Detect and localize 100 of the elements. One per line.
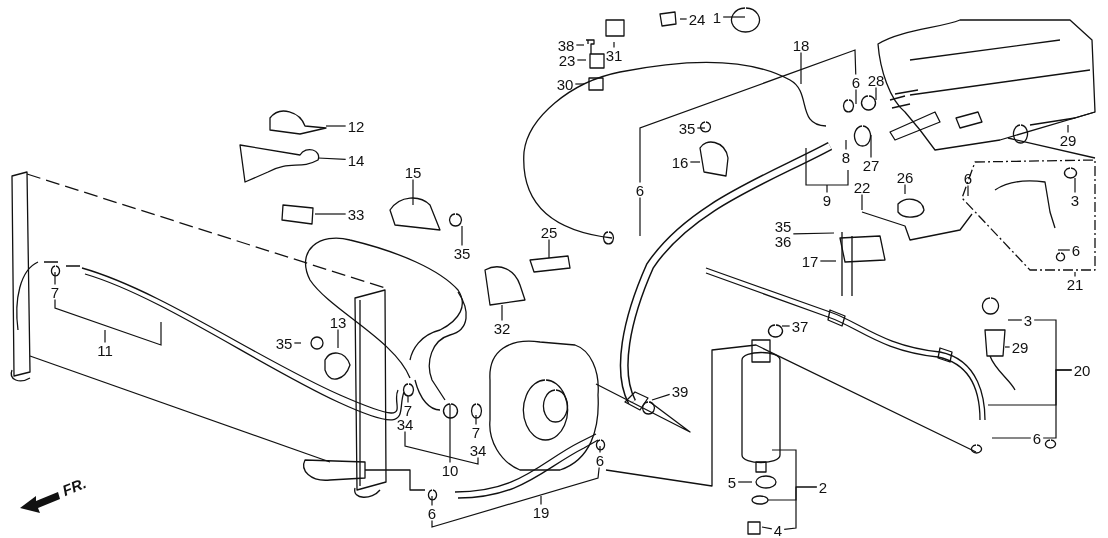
leader-line (407, 395, 409, 404)
callout-number: 23 (557, 52, 577, 68)
direction-label: FR. (59, 474, 89, 499)
leader-line (1042, 369, 1073, 439)
callout-number: 14 (346, 152, 366, 168)
leader-line (548, 238, 550, 259)
callout-number: 15 (403, 164, 423, 180)
leader-line (696, 127, 706, 129)
callout-number: 6 (850, 74, 862, 90)
leader-line (1074, 271, 1076, 278)
leader-line (792, 232, 835, 235)
callout-number: 7 (470, 424, 482, 440)
callout-number: 7 (49, 284, 61, 300)
leader-line (461, 225, 463, 247)
leader-line (679, 18, 688, 20)
leader-line (576, 59, 587, 61)
leader-line (805, 147, 849, 194)
leader-line (991, 437, 1032, 439)
leader-line (1067, 124, 1069, 134)
leader-line (819, 260, 837, 262)
callout-number: 7 (402, 402, 414, 418)
leader-line (1004, 346, 1011, 348)
leader-line (404, 430, 479, 465)
leader-line (412, 178, 414, 206)
callout-number: 2 (817, 479, 829, 495)
leader-line (639, 49, 857, 184)
callout-number: 24 (687, 11, 707, 27)
callout-number: 35 (773, 219, 793, 234)
leader-line (904, 183, 906, 195)
callout-number: 8 (840, 149, 852, 165)
callout-number: 25 (539, 224, 559, 240)
leader-line (722, 16, 746, 18)
callout-number: 28 (866, 72, 886, 88)
callout-number: 30 (555, 76, 575, 92)
callout-number: 36 (773, 234, 793, 249)
leader-line (781, 325, 791, 327)
leader-line (639, 196, 641, 237)
leader-line (574, 83, 585, 85)
callout-number: 34 (468, 442, 488, 458)
callout-number: 38 (556, 37, 576, 53)
callout-number: 5 (726, 474, 738, 490)
callout-number: 6 (594, 452, 606, 468)
leader-line (767, 449, 818, 501)
leader-line (599, 445, 601, 454)
callout-number: 6 (634, 182, 646, 198)
callout-number: 3 (1022, 312, 1034, 328)
leader-line (325, 125, 347, 127)
leader-line (475, 414, 477, 426)
callout-number: 10 (440, 462, 460, 478)
callout-number: 37 (790, 318, 810, 334)
callout-number: 21 (1065, 276, 1085, 292)
leader-line (689, 161, 701, 163)
callout-number: 19 (531, 504, 551, 520)
callout-number: 35 (274, 335, 294, 351)
callout-number: 9 (821, 192, 833, 208)
leader-line (613, 41, 615, 49)
leader-line (651, 393, 671, 401)
callout-number: 29 (1058, 132, 1078, 148)
leader-line (1074, 177, 1076, 194)
leader-line (800, 51, 802, 85)
callout-number: 20 (1072, 362, 1092, 378)
callout-number: 34 (395, 416, 415, 432)
callout-number: 6 (962, 170, 974, 186)
leader-line (870, 134, 872, 159)
leader-line (431, 495, 433, 507)
callout-number: 29 (1010, 339, 1030, 355)
leader-line (1007, 319, 1023, 321)
leader-line (575, 44, 585, 46)
callout-number: 6 (1031, 430, 1043, 446)
leader-line (501, 304, 503, 322)
leader-line (737, 481, 753, 483)
leader-line (845, 139, 847, 151)
callout-number: 31 (604, 47, 624, 63)
callout-number: 33 (346, 206, 366, 222)
leader-line (855, 88, 857, 105)
leader-line (317, 157, 347, 161)
callout-number: 26 (895, 169, 915, 185)
leader-line (337, 328, 339, 349)
callout-number: 13 (328, 314, 348, 330)
callout-number: 39 (670, 383, 690, 399)
callout-number: 27 (861, 157, 881, 173)
callout-number: 3 (1069, 192, 1081, 208)
callout-number: 1 (711, 9, 723, 25)
leader-line (540, 495, 542, 506)
callout-number: 35 (452, 245, 472, 261)
leader-line (314, 213, 347, 215)
leader-line (875, 86, 877, 101)
callout-number: 18 (791, 37, 811, 53)
leader-line (449, 403, 451, 464)
callout-number: 6 (1070, 242, 1082, 258)
callout-number: 4 (772, 522, 784, 538)
callout-number: 32 (492, 320, 512, 336)
callout-number: 17 (800, 253, 820, 269)
callout-number: 35 (677, 120, 697, 136)
callout-number: 12 (346, 118, 366, 134)
leader-line (104, 329, 106, 344)
callout-number: 22 (852, 179, 872, 195)
leader-line (861, 193, 863, 211)
callout-number: 16 (670, 154, 690, 170)
leader-line (54, 271, 162, 346)
